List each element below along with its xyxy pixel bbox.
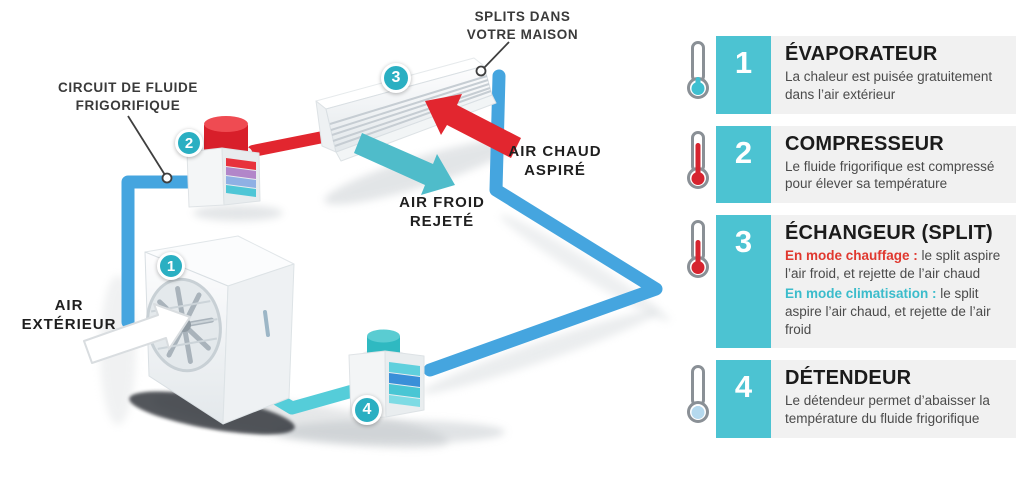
legend-number: 1 xyxy=(716,36,771,114)
legend-item-exchanger: 3 ÉCHANGEUR (SPLIT) En mode chauffage : … xyxy=(686,215,1016,349)
legend-number: 3 xyxy=(716,215,771,349)
legend-number: 4 xyxy=(716,360,771,438)
thermometer-icon xyxy=(686,220,710,279)
cold-air-arrow xyxy=(354,133,455,195)
legend: 1 ÉVAPORATEUR La chaleur est puisée grat… xyxy=(686,36,1016,438)
legend-item-compressor: 2 COMPRESSEUR Le fluide frigorifique est… xyxy=(686,125,1016,204)
legend-description-heating: En mode chauffage : le split aspire l’ai… xyxy=(785,248,1001,282)
pointer-lines xyxy=(127,41,510,184)
cooling-mode-label: En mode climatisation : xyxy=(785,285,937,301)
cold-air-label: AIR FROID REJETÉ xyxy=(399,194,485,231)
splits-label: SPLITS DANS VOTRE MAISON xyxy=(466,9,579,42)
legend-title: ÉCHANGEUR (SPLIT) xyxy=(785,222,993,245)
badge-evaporator: 1 xyxy=(157,252,185,280)
circuit-diagram xyxy=(83,41,670,449)
legend-number: 2 xyxy=(716,125,771,204)
circuit-label: CIRCUIT DE FLUIDE FRIGORIFIQUE xyxy=(58,80,198,113)
badge-compressor: 2 xyxy=(175,129,203,157)
legend-item-valve: 4 DÉTENDEUR Le détendeur permet d’abaiss… xyxy=(686,360,1016,438)
badge-valve: 4 xyxy=(352,395,382,425)
outside-air-label: AIR EXTÉRIEUR xyxy=(21,297,117,334)
legend-item-evaporator: 1 ÉVAPORATEUR La chaleur est puisée grat… xyxy=(686,36,1016,114)
legend-title: DÉTENDEUR xyxy=(785,367,912,390)
hot-air-label: AIR CHAUD ASPIRÉ xyxy=(508,143,602,180)
legend-title: ÉVAPORATEUR xyxy=(785,43,938,65)
outside-air-arrow xyxy=(83,303,191,364)
legend-title: COMPRESSEUR xyxy=(785,132,944,155)
legend-description: La chaleur est puisée gratuitement dans … xyxy=(785,69,993,102)
heating-mode-label: En mode chauffage : xyxy=(785,248,918,264)
legend-description: Le détendeur permet d’abaisser la tempér… xyxy=(785,393,990,427)
hot-air-arrow xyxy=(425,94,521,158)
thermometer-icon xyxy=(686,365,710,424)
legend-description-cooling: En mode climatisation : le split aspire … xyxy=(785,285,991,337)
compressor xyxy=(186,116,261,208)
thermometer-icon xyxy=(686,130,710,189)
badge-split: 3 xyxy=(381,63,411,93)
legend-description: Le fluide frigorifique est compressé pou… xyxy=(785,158,995,192)
thermometer-icon xyxy=(686,41,710,99)
